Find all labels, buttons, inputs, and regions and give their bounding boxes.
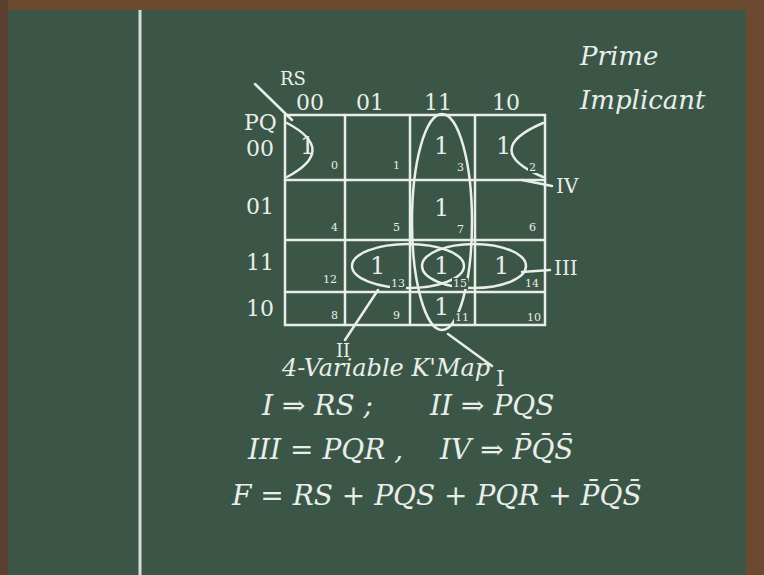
minterm-number: 2 [528, 162, 537, 173]
column-header: 10 [492, 92, 520, 114]
minterm-number: 14 [524, 278, 540, 289]
cell-value: 1 [370, 254, 385, 278]
cell-value: 1 [496, 134, 511, 158]
cell-value: 1 [434, 295, 449, 319]
implicant-tag: I [496, 368, 505, 390]
cell-value: 1 [434, 254, 449, 278]
minterm-number: 12 [322, 274, 338, 285]
column-variables: RS [280, 70, 306, 88]
row-header: 00 [246, 138, 274, 160]
column-header: 01 [356, 92, 384, 114]
cell-value: 1 [434, 196, 449, 220]
minterm-number: 9 [392, 310, 401, 321]
column-header: 00 [296, 92, 324, 114]
column-header: 11 [424, 92, 452, 114]
minterm-number: 6 [528, 222, 537, 233]
equation: II ⇒ PQS [430, 392, 554, 420]
row-header: 11 [246, 252, 274, 274]
equation: III = PQR , [248, 436, 403, 464]
minterm-number: 3 [456, 162, 465, 173]
map-caption: 4-Variable K'Map [282, 356, 490, 380]
equation: I ⇒ RS ; [262, 392, 373, 420]
minterm-number: 11 [454, 312, 470, 323]
implicant-tag: IV [556, 176, 578, 196]
board-heading: Prime Implicant [580, 34, 740, 122]
minterm-number: 5 [392, 222, 401, 233]
implicant-tag: III [554, 258, 578, 278]
row-variables: PQ [244, 112, 277, 134]
row-header: 10 [246, 298, 274, 320]
cell-value: 1 [300, 134, 315, 158]
row-header: 01 [246, 196, 274, 218]
cell-value: 1 [494, 254, 509, 278]
minterm-number: 0 [330, 160, 339, 171]
equation: IV ⇒ P̄Q̄S̄ [440, 436, 574, 464]
minterm-number: 10 [526, 312, 542, 323]
equation: F = RS + PQS + PQR + P̄Q̄S̄ [232, 482, 642, 510]
minterm-number: 8 [330, 310, 339, 321]
minterm-number: 1 [392, 160, 401, 171]
minterm-number: 4 [330, 222, 339, 233]
minterm-number: 7 [456, 224, 465, 235]
cell-value: 1 [434, 134, 449, 158]
minterm-number: 15 [452, 278, 468, 289]
minterm-number: 13 [390, 278, 406, 289]
